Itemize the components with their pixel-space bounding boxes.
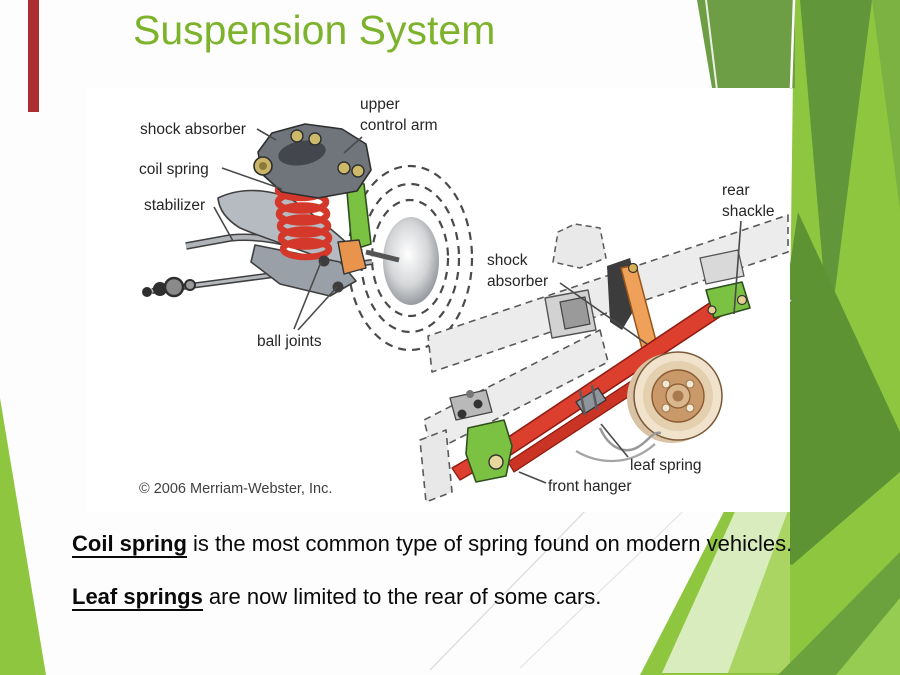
ball-joint-upper-art: [318, 255, 330, 267]
label-upper-control-arm-line2: control arm: [360, 117, 438, 134]
label-rear-shackle-line1: rear: [722, 182, 750, 199]
front-suspension-art: [142, 123, 474, 352]
label-shock-absorber-rear-line1: shock: [487, 252, 528, 269]
label-shock-absorber-rear: shock absorber: [487, 250, 548, 292]
label-stabilizer: stabilizer: [144, 197, 206, 214]
label-coil-spring: coil spring: [139, 161, 209, 178]
label-rear-shackle: rear shackle: [722, 180, 775, 222]
body-line-leaf-springs: Leaf springs are now limited to the rear…: [72, 584, 602, 611]
label-front-hanger: front hanger: [548, 478, 632, 495]
bottom-left-triangle: [0, 398, 46, 675]
label-ball-joints: ball joints: [257, 333, 322, 350]
label-rear-shackle-line2: shackle: [722, 203, 775, 220]
coil-spring-sentence: is the most common type of spring found …: [186, 531, 793, 556]
label-shock-absorber-rear-line2: absorber: [487, 273, 549, 290]
rear-suspension-art: [419, 214, 789, 503]
label-shock-absorber-front: shock absorber: [140, 121, 246, 138]
leaf-springs-sentence: are now limited to the rear of some cars…: [202, 584, 602, 609]
coil-spring-art: [274, 178, 333, 261]
copyright-credit: © 2006 Merriam-Webster, Inc.: [139, 481, 333, 497]
label-leaf-spring: leaf spring: [630, 457, 702, 474]
hub-art: [383, 217, 439, 305]
slide-title: Suspension System: [133, 7, 496, 53]
brake-drum-art: [627, 351, 723, 443]
coil-spring-term: Coil spring: [72, 531, 187, 558]
red-accent-bar: [28, 0, 39, 112]
front-hanger-art: [465, 419, 513, 483]
leaf-springs-term: Leaf springs: [72, 584, 203, 611]
label-upper-control-arm: upper control arm: [360, 94, 438, 136]
label-pointer-lines: [213, 128, 742, 484]
body-line-coil-spring: Coil spring is the most common type of s…: [72, 531, 793, 558]
label-upper-control-arm-line1: upper: [360, 96, 400, 113]
